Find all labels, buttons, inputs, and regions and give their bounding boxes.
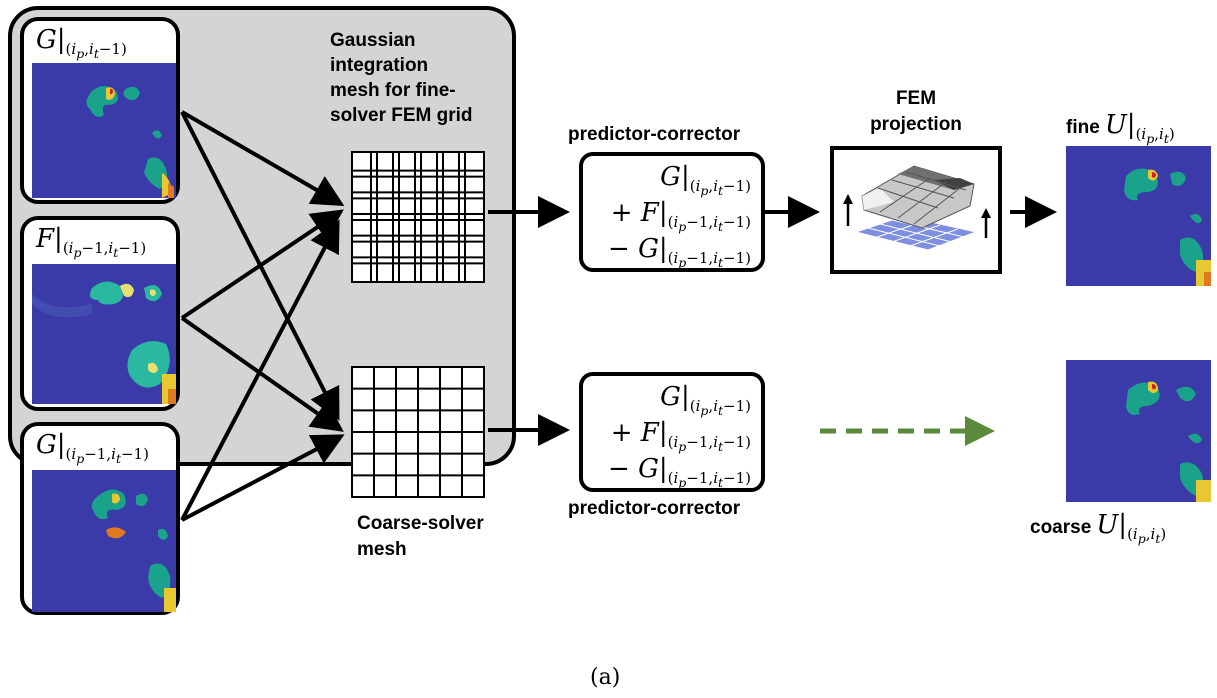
fem-projection-box: [830, 146, 1002, 274]
fem-projection-label: FEM projection: [870, 88, 962, 135]
coarse-output-image: [1066, 360, 1211, 502]
arrow-icon: [180, 219, 340, 521]
input-card-g-prev: G|(ip,it−1): [20, 17, 180, 204]
gaussian-mesh-label: Gaussian integration mesh for fine- solv…: [330, 30, 473, 126]
fem-surface-illustration: [843, 165, 991, 251]
up-arrow-icon: [843, 194, 853, 226]
predictor-corrector-coarse: G|(ip,it−1) + F|(ip−1,it−1) − G|(ip−1,it…: [579, 372, 765, 492]
arrow-icon: [180, 110, 345, 207]
predictor-corrector-fine: G|(ip,it−1) + F|(ip−1,it−1) − G|(ip−1,it…: [579, 152, 765, 272]
figure-caption: (a): [590, 665, 621, 690]
coarse-output-label: coarse U|(ip,it): [1030, 510, 1167, 546]
simulation-image: [32, 264, 176, 404]
input-card-f-prev: F|(ip−1,it−1): [20, 216, 180, 411]
input-label-g2: G|(ip−1,it−1): [36, 430, 149, 466]
coarse-mesh-label: Coarse-solver mesh: [357, 513, 484, 560]
arrow-icon: [180, 209, 344, 320]
pc-label-bottom: predictor-corrector: [568, 498, 741, 519]
simulation-image: [32, 470, 176, 612]
up-arrow-icon: [981, 208, 991, 238]
input-label-f: F|(ip−1,it−1): [36, 224, 147, 260]
input-label-g: G|(ip,it−1): [36, 25, 127, 61]
input-card-g-prev-prev: G|(ip−1,it−1): [20, 422, 180, 615]
fine-output-image: [1066, 146, 1211, 286]
pc-label-top: predictor-corrector: [568, 124, 741, 145]
arrow-icon: [180, 111, 340, 421]
fine-output-label: fine U|(ip,it): [1066, 110, 1175, 146]
fine-fem-grid: [351, 151, 485, 283]
arrow-icon: [181, 434, 345, 522]
coarse-solver-mesh: [351, 366, 485, 498]
simulation-image: [32, 63, 176, 198]
